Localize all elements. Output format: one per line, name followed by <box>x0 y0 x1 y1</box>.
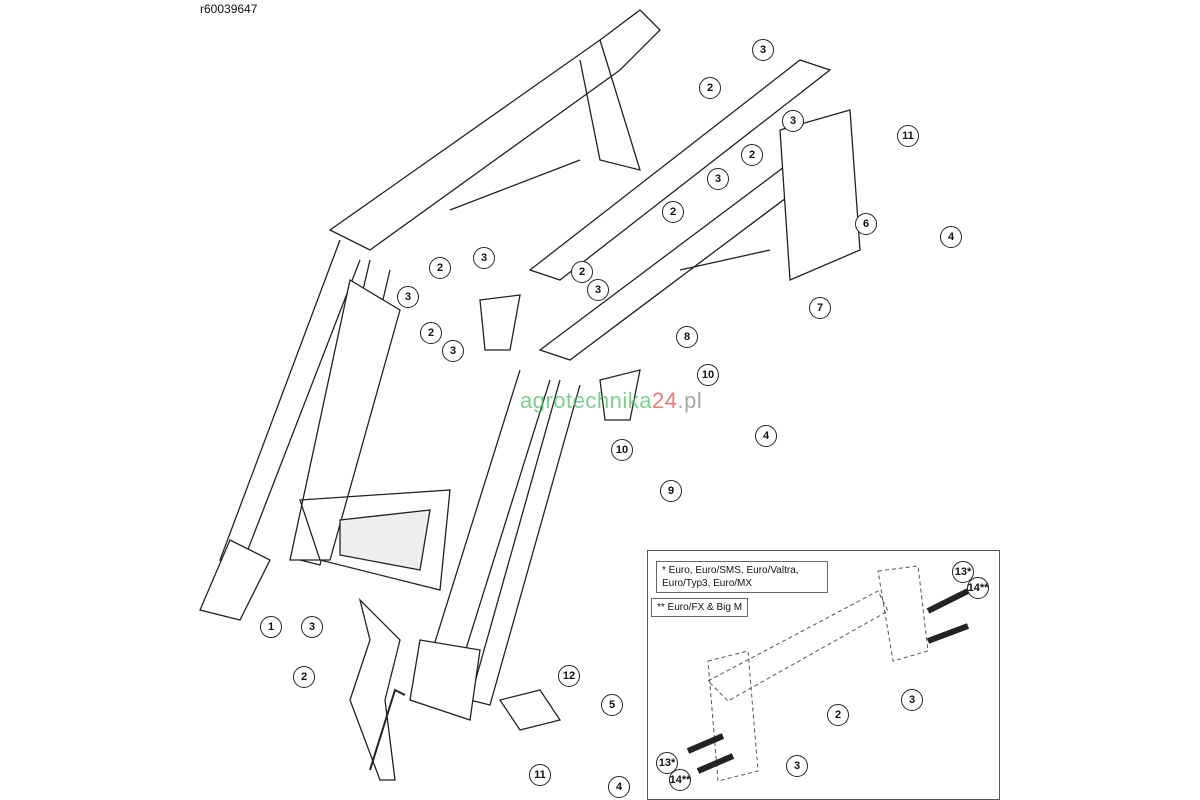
part-callout: 10 <box>697 364 719 386</box>
part-callout: 2 <box>827 704 849 726</box>
part-callout: 3 <box>707 168 729 190</box>
part-callout: 6 <box>855 213 877 235</box>
part-callout: 4 <box>608 776 630 798</box>
part-callout: 12 <box>558 665 580 687</box>
part-callout: 14** <box>669 769 691 791</box>
part-callout: 2 <box>699 77 721 99</box>
part-callout: 3 <box>587 279 609 301</box>
part-callout: 3 <box>473 247 495 269</box>
part-callout: 3 <box>752 39 774 61</box>
part-callout: 2 <box>571 261 593 283</box>
variant-inset: * Euro, Euro/SMS, Euro/Valtra, Euro/Typ3… <box>647 550 1000 800</box>
part-callout: 13* <box>656 752 678 774</box>
part-callout: 3 <box>397 286 419 308</box>
part-callout: 14** <box>967 577 989 599</box>
part-callout: 13* <box>952 561 974 583</box>
drawing-reference: r60039647 <box>200 2 258 16</box>
part-callout: 2 <box>741 144 763 166</box>
part-callout: 2 <box>420 322 442 344</box>
note-double-star: ** Euro/FX & Big M <box>651 598 749 617</box>
inset-drawing <box>686 565 970 782</box>
part-callout: 3 <box>782 110 804 132</box>
part-callout: 3 <box>301 616 323 638</box>
note-single-star: * Euro, Euro/SMS, Euro/Valtra, Euro/Typ3… <box>656 561 828 593</box>
part-callout: 8 <box>676 326 698 348</box>
part-callout: 10 <box>611 439 633 461</box>
part-callout: 2 <box>293 666 315 688</box>
part-callout: 9 <box>660 480 682 502</box>
watermark: agrotechnika24.pl <box>520 388 703 413</box>
part-callout: 7 <box>809 297 831 319</box>
part-callout: 5 <box>601 694 623 716</box>
part-callout: 3 <box>901 689 923 711</box>
part-callout: 2 <box>429 257 451 279</box>
part-callout: 11 <box>529 764 551 786</box>
part-callout: 11 <box>897 125 919 147</box>
part-callout: 1 <box>260 616 282 638</box>
part-callout: 4 <box>940 226 962 248</box>
part-callout: 3 <box>442 340 464 362</box>
part-callout: 3 <box>786 755 808 777</box>
part-callout: 2 <box>662 201 684 223</box>
part-callout: 4 <box>755 425 777 447</box>
